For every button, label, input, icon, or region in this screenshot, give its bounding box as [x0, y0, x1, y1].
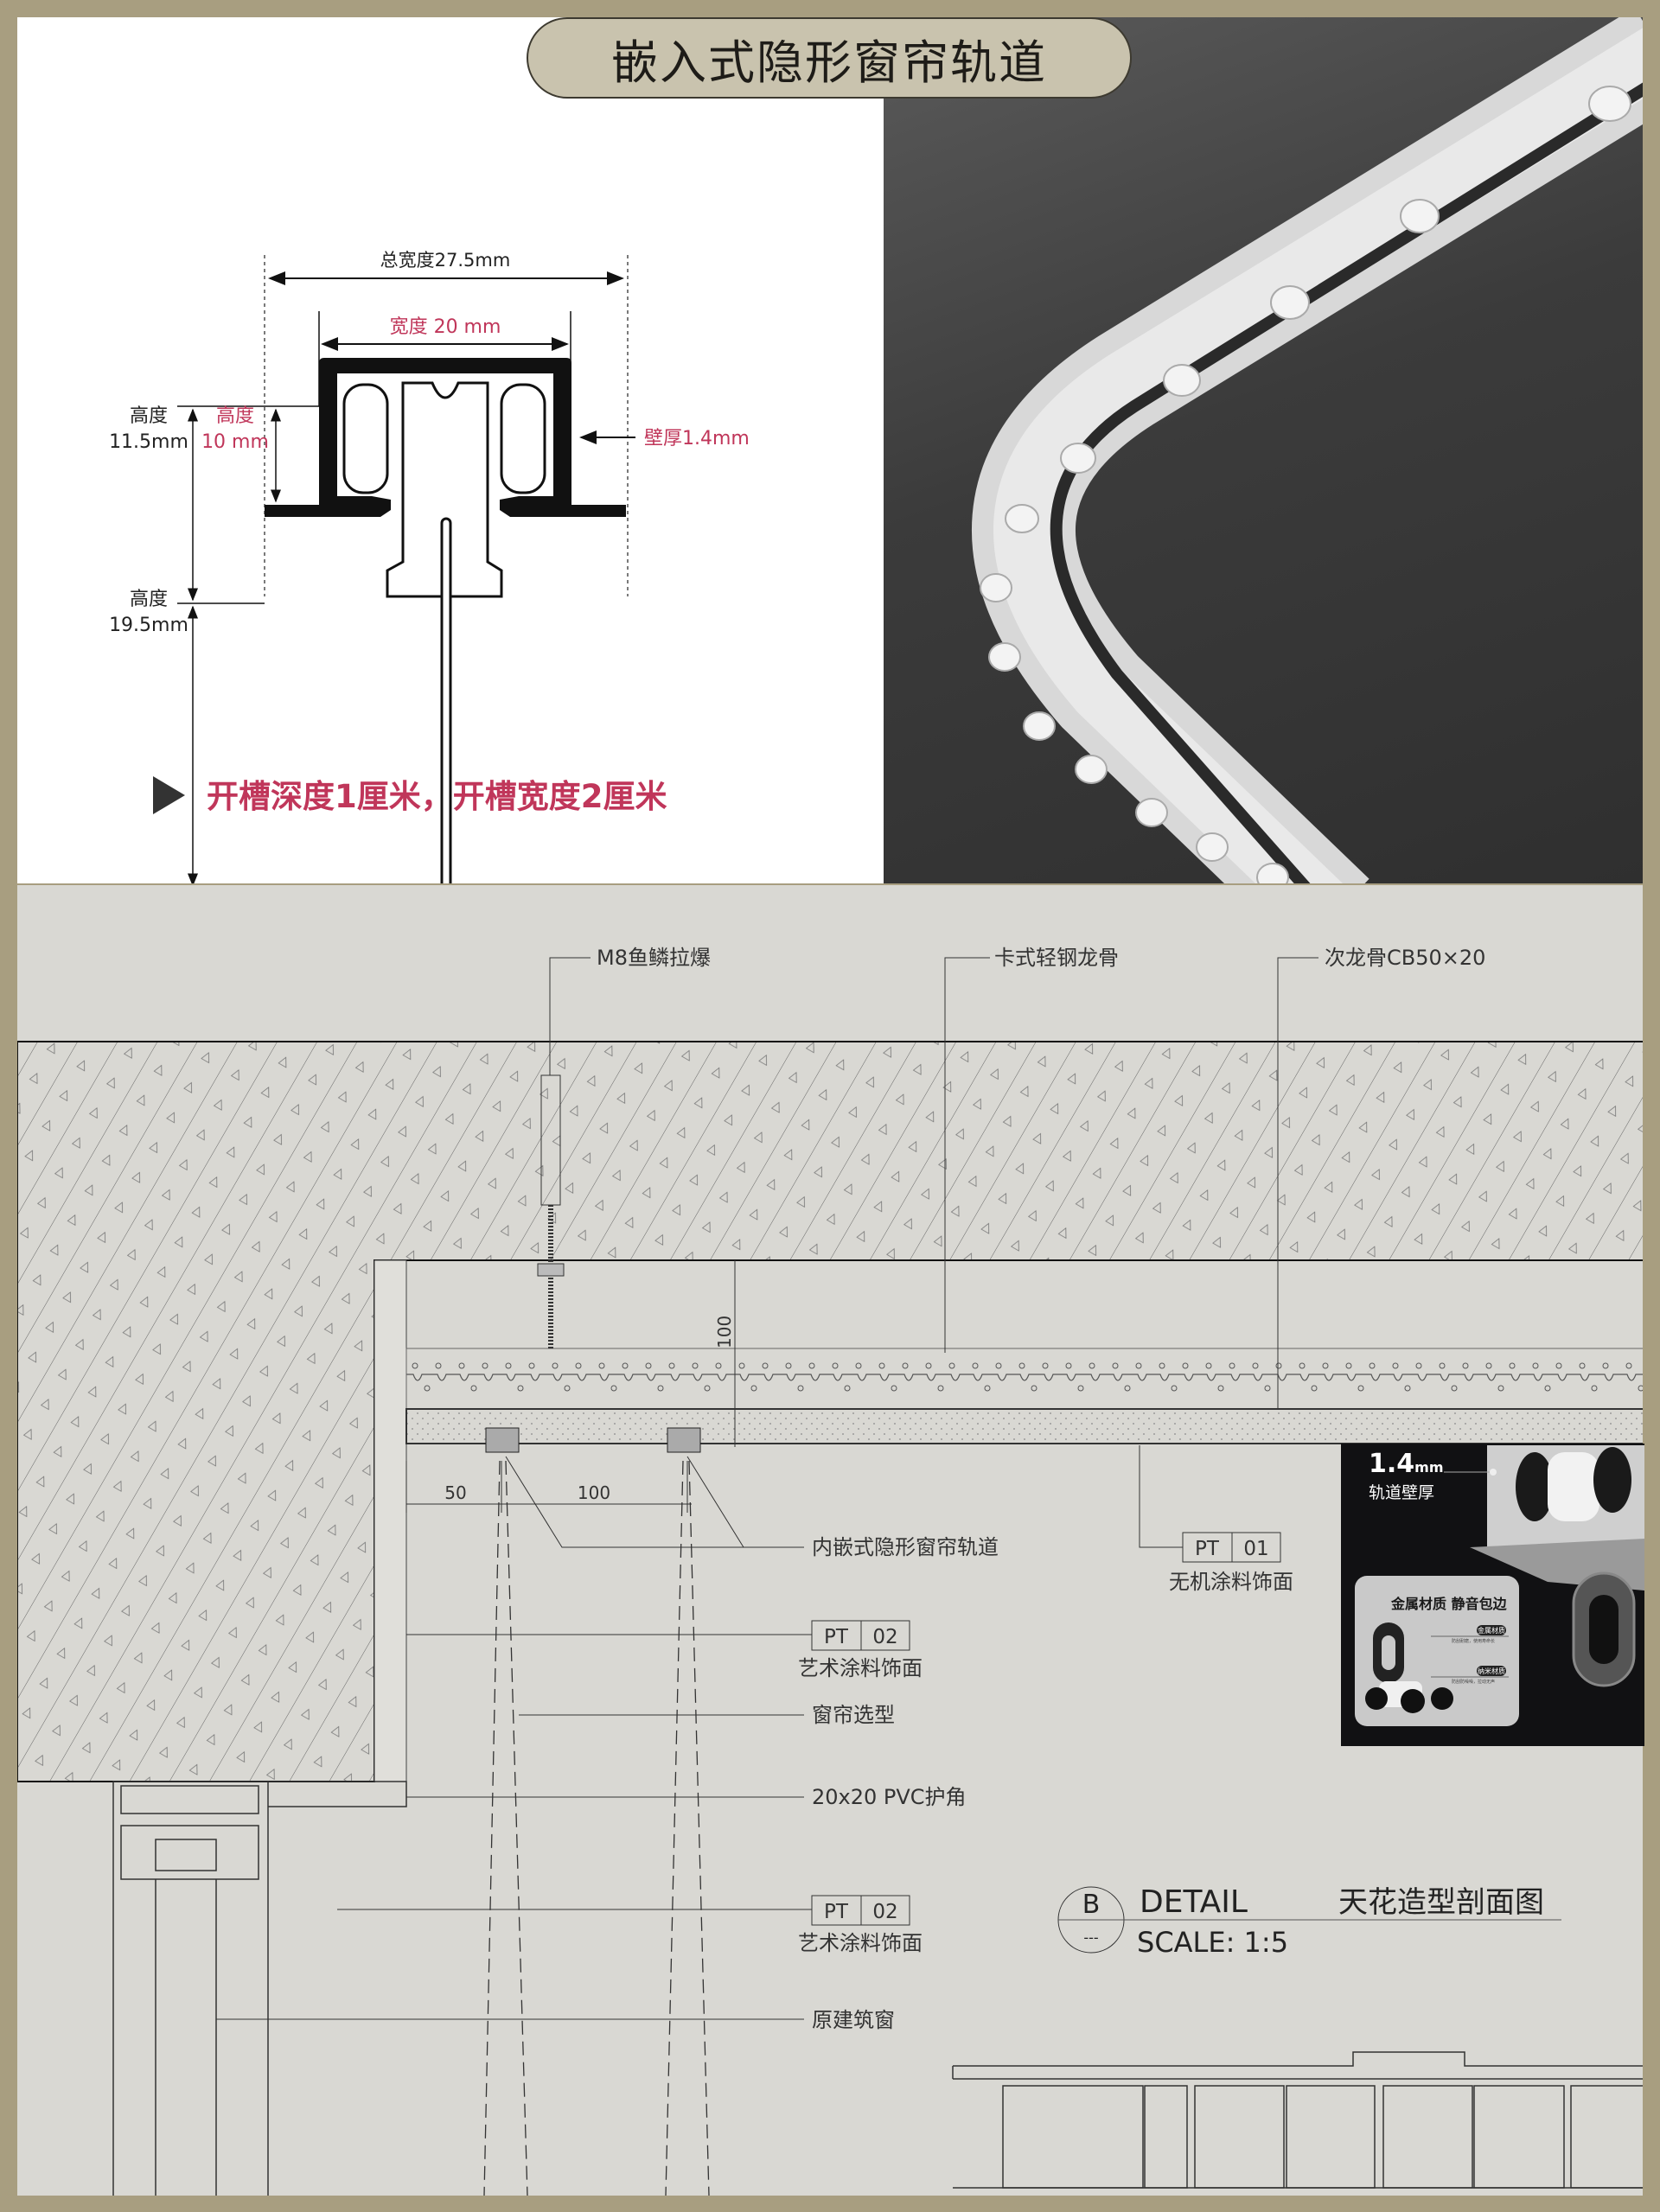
wall-thickness-label: 壁厚1.4mm	[644, 428, 750, 449]
dim-offset: 50	[444, 1482, 466, 1503]
curtain-lines	[483, 1460, 710, 2196]
label-pvc-corner: 20x20 PVC护角	[812, 1785, 967, 1809]
track-profile-diagram: 总宽度27.5mm 宽度 20 mm 高度 11.5mm 高度 10 mm 高度…	[109, 250, 750, 890]
svg-text:02: 02	[872, 1626, 897, 1648]
label-anchor: M8鱼鳞拉爆	[597, 946, 711, 970]
label-window: 原建筑窗	[812, 2008, 895, 2032]
dim-hanger: 100	[714, 1316, 735, 1348]
glider-beads	[980, 86, 1631, 883]
track-profile-shape	[265, 358, 626, 517]
badge-metal: 金属材质	[1478, 1627, 1505, 1635]
total-width-label: 总宽度27.5mm	[380, 250, 511, 271]
svg-text:无机涂料饰面: 无机涂料饰面	[1169, 1570, 1293, 1594]
lower-height-value: 19.5mm	[109, 615, 188, 636]
track-plan-profile	[769, 2051, 1645, 2201]
track-profile-panel: 总宽度27.5mm 宽度 20 mm 高度 11.5mm 高度 10 mm 高度…	[17, 17, 884, 890]
curtain-track-clips	[485, 1427, 701, 1453]
hook-rod	[440, 517, 452, 890]
plaster-layer	[374, 1259, 407, 1782]
page-title: 嵌入式隐形窗帘轨道	[527, 17, 1132, 99]
detail-name: 天花造型剖面图	[1338, 1885, 1544, 1920]
glider-shape	[342, 381, 546, 598]
tag-pt-02-lower: PT 02 艺术涂料饰面	[798, 1895, 923, 1955]
lower-height-label: 高度	[130, 589, 168, 610]
light-steel-keel	[405, 1348, 1645, 1410]
label-sub-keel: 次龙骨CB50×20	[1325, 946, 1485, 970]
inner-height-label: 高度	[216, 405, 254, 427]
thickness-caption: 轨道壁厚	[1369, 1483, 1435, 1502]
detail-letter: B	[1082, 1890, 1101, 1920]
detail-scale: SCALE: 1:5	[1137, 1926, 1288, 1959]
pvc-corner	[268, 1781, 407, 1807]
outer-height-label: 高度	[130, 405, 168, 427]
slot-note: 开槽深度1厘米，开槽宽度2厘米	[207, 778, 667, 815]
thickness-unit: mm	[1414, 1459, 1444, 1476]
wheel-shape	[1516, 1452, 1554, 1521]
thickness-readout: 1.4mm	[1369, 1449, 1444, 1479]
outer-height-value: 11.5mm	[109, 431, 188, 453]
svg-text:艺术涂料饰面: 艺术涂料饰面	[798, 1931, 923, 1955]
svg-text:艺术涂料饰面: 艺术涂料饰面	[798, 1656, 923, 1680]
badge-metal-desc: 防刮耐磨，使用寿命长	[1452, 1639, 1496, 1644]
extension-lines	[264, 255, 629, 596]
tag-pt-01: PT 01 无机涂料饰面	[1169, 1532, 1293, 1594]
thickness-value: 1.4	[1369, 1449, 1415, 1479]
label-track: 内嵌式隐形窗帘轨道	[812, 1535, 999, 1559]
svg-text:PT: PT	[824, 1901, 849, 1923]
glider-inset-photo: 1.4mm 轨道壁厚 金属材质 静音包边 金属材质 防刮耐磨，使用寿命长 纳米材…	[1341, 1444, 1644, 1746]
inner-width-label: 宽度 20 mm	[390, 316, 501, 338]
detail-label: DETAIL	[1140, 1884, 1248, 1920]
play-triangle-icon	[153, 776, 185, 814]
svg-text:PT: PT	[824, 1626, 849, 1648]
label-curtain: 窗帘选型	[812, 1703, 895, 1727]
dim-spacing: 100	[578, 1482, 610, 1503]
svg-text:01: 01	[1243, 1538, 1268, 1560]
label-main-keel: 卡式轻钢龙骨	[994, 946, 1119, 970]
track-product-photo	[884, 17, 1643, 883]
ceiling-board	[405, 1408, 1645, 1444]
inner-height-value: 10 mm	[201, 431, 269, 453]
window-frame	[112, 1781, 269, 2197]
tag-pt-02: PT 02 艺术涂料饰面	[798, 1620, 923, 1680]
svg-text:PT: PT	[1195, 1538, 1220, 1560]
badge-nano-desc: 防刮防噪噪，拉动无声	[1452, 1680, 1496, 1685]
detail-sub: ---	[1083, 1929, 1098, 1946]
curved-track-shape	[972, 17, 1643, 883]
card-title: 金属材质 静音包边	[1391, 1596, 1507, 1612]
svg-text:02: 02	[872, 1901, 897, 1923]
badge-nano: 纳米材质	[1478, 1667, 1505, 1675]
